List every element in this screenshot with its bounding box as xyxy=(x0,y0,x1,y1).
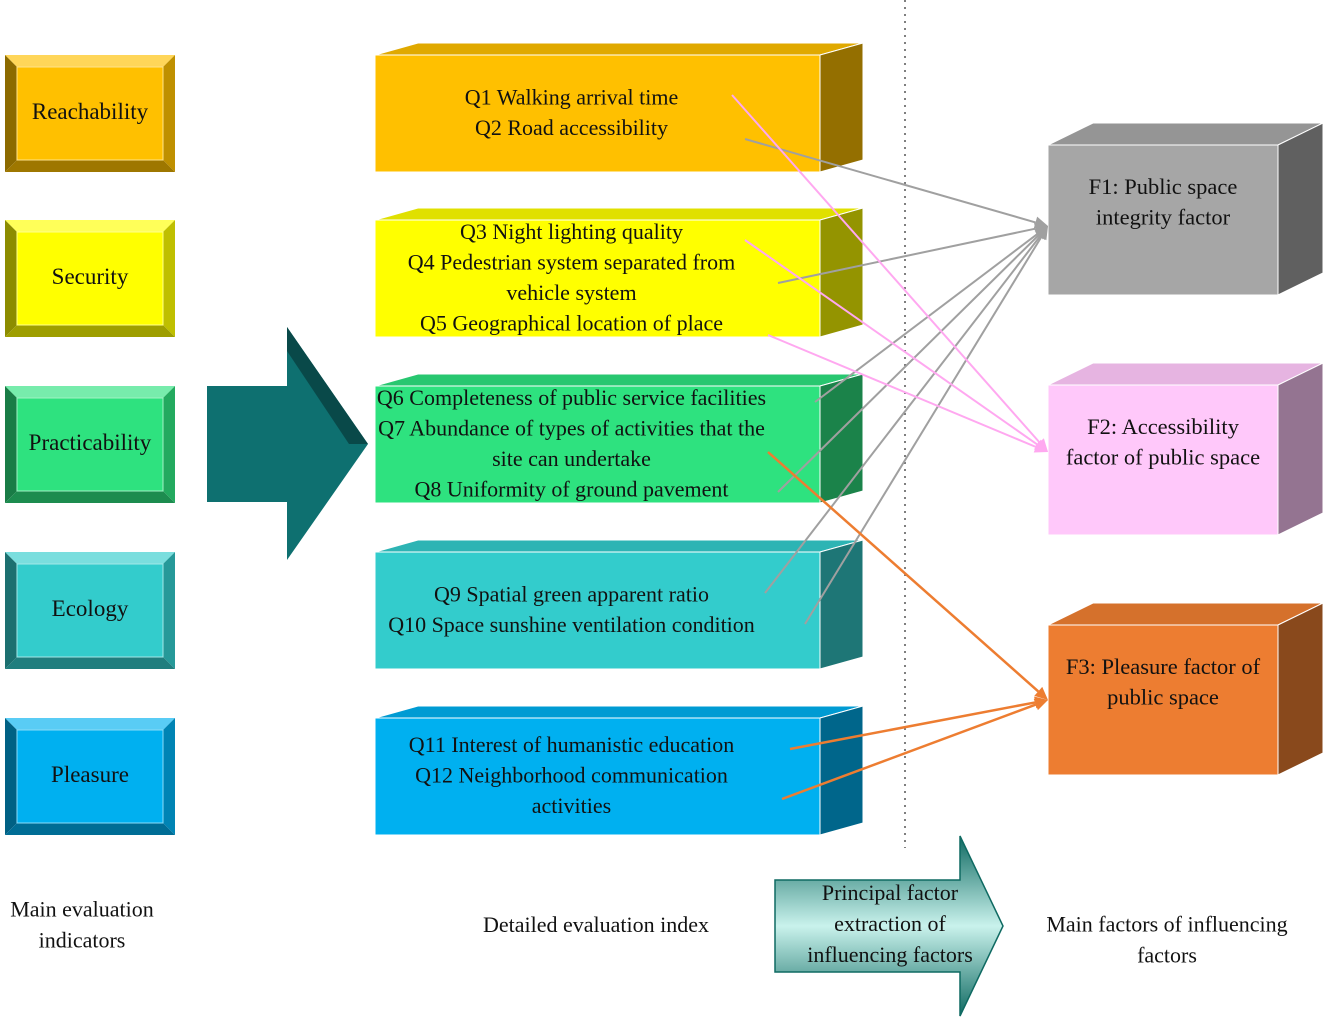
index-item-line-4: Q5 Geographical location of place xyxy=(420,310,723,335)
factor-line-2: factor of public space xyxy=(1066,444,1260,469)
factor-line-2: public space xyxy=(1107,684,1219,709)
index-item-line-2: Q10 Space sunshine ventilation condition xyxy=(388,612,755,637)
index-item-line-2: Q7 Abundance of types of activities that… xyxy=(378,415,765,440)
arrow-label-line-3: influencing factors xyxy=(807,942,973,967)
index-box-1: Q1 Walking arrival time Q2 Road accessibi… xyxy=(374,42,864,173)
indicator-practicability: Practicability xyxy=(5,386,175,503)
label-detailed-index: Detailed evaluation index xyxy=(483,912,709,937)
connector-f2-9 xyxy=(767,334,1048,453)
index-item-line-3: activities xyxy=(532,793,611,818)
factor-box-f3: F3: Pleasure factor of public space xyxy=(1047,602,1324,776)
indicator-label: Pleasure xyxy=(51,762,129,787)
index-item-line-1: Q11 Interest of humanistic education xyxy=(409,732,734,757)
connector-f1-6 xyxy=(804,226,1048,625)
indicator-reachability: Reachability xyxy=(5,55,175,172)
main-flow-arrow xyxy=(207,327,368,560)
bottom-labels: Main evaluation indicators Detailed evalua… xyxy=(10,880,1287,968)
index-box-5: Q11 Interest of humanistic educationQ12 … xyxy=(374,705,864,836)
index-item-line-4: Q8 Uniformity of ground pavement xyxy=(414,476,728,501)
arrow-label-line-1: Principal factor xyxy=(822,880,959,905)
index-item-line-1: Q9 Spatial green apparent ratio xyxy=(434,581,709,606)
index-box-3: Q6 Completeness of public service facili… xyxy=(374,373,864,504)
indicator-label: Security xyxy=(52,264,129,289)
factor-box-f1: F1: Public space integrity factor xyxy=(1047,122,1324,296)
factor-line-1: F2: Accessibility xyxy=(1087,414,1240,439)
main-indicators-line-2: indicators xyxy=(39,928,126,953)
indicators-column: ReachabilitySecurityPracticabilityEcolog… xyxy=(5,55,175,835)
index-item-line-3: site can undertake xyxy=(492,446,651,471)
index-item-line-2: Q2 Road accessibility xyxy=(475,115,668,140)
index-item-line-1: Q1 Walking arrival time xyxy=(465,84,679,109)
index-item-line-1: Q6 Completeness of public service facili… xyxy=(377,385,766,410)
connector-f3-12 xyxy=(781,698,1048,801)
factor-line-1: F3: Pleasure factor of xyxy=(1066,654,1261,679)
main-factors-line-2: factors xyxy=(1137,943,1197,968)
main-factors-line-1: Main factors of influencing xyxy=(1046,912,1287,937)
connectors xyxy=(731,94,1048,801)
index-item-line-3: vehicle system xyxy=(506,280,636,305)
indicator-label: Ecology xyxy=(52,596,129,621)
index-column: Q1 Walking arrival time Q2 Road accessibi… xyxy=(374,42,864,836)
index-box-2: Q3 Night lighting quality Q4 Pedestrian s… xyxy=(374,207,864,338)
indicator-label: Practicability xyxy=(29,430,152,455)
index-item-line-1: Q3 Night lighting quality xyxy=(460,219,683,244)
indicator-ecology: Ecology xyxy=(5,552,175,669)
main-indicators-line-1: Main evaluation xyxy=(10,897,154,922)
factor-line-2: integrity factor xyxy=(1096,204,1231,229)
indicator-security: Security xyxy=(5,220,175,337)
extraction-arrow xyxy=(774,835,1004,1017)
indicator-pleasure: Pleasure xyxy=(5,718,175,835)
detailed-index-line-1: Detailed evaluation index xyxy=(483,912,709,937)
factor-line-1: F1: Public space xyxy=(1089,174,1238,199)
factor-box-f2: F2: Accessibility factor of public space xyxy=(1047,362,1324,536)
label-main-indicators: Main evaluation indicators xyxy=(10,897,154,953)
label-main-factors: Main factors of influencing factors xyxy=(1046,912,1287,968)
arrow-label-line-2: extraction of xyxy=(834,911,946,936)
index-item-line-2: Q4 Pedestrian system separated from xyxy=(408,249,735,274)
label-arrow-principal-factor: Principal factor extraction of influencing… xyxy=(807,880,973,967)
indicator-label: Reachability xyxy=(32,99,149,124)
connector-f3-10 xyxy=(767,451,1048,700)
index-item-line-2: Q12 Neighborhood communication xyxy=(415,763,728,788)
